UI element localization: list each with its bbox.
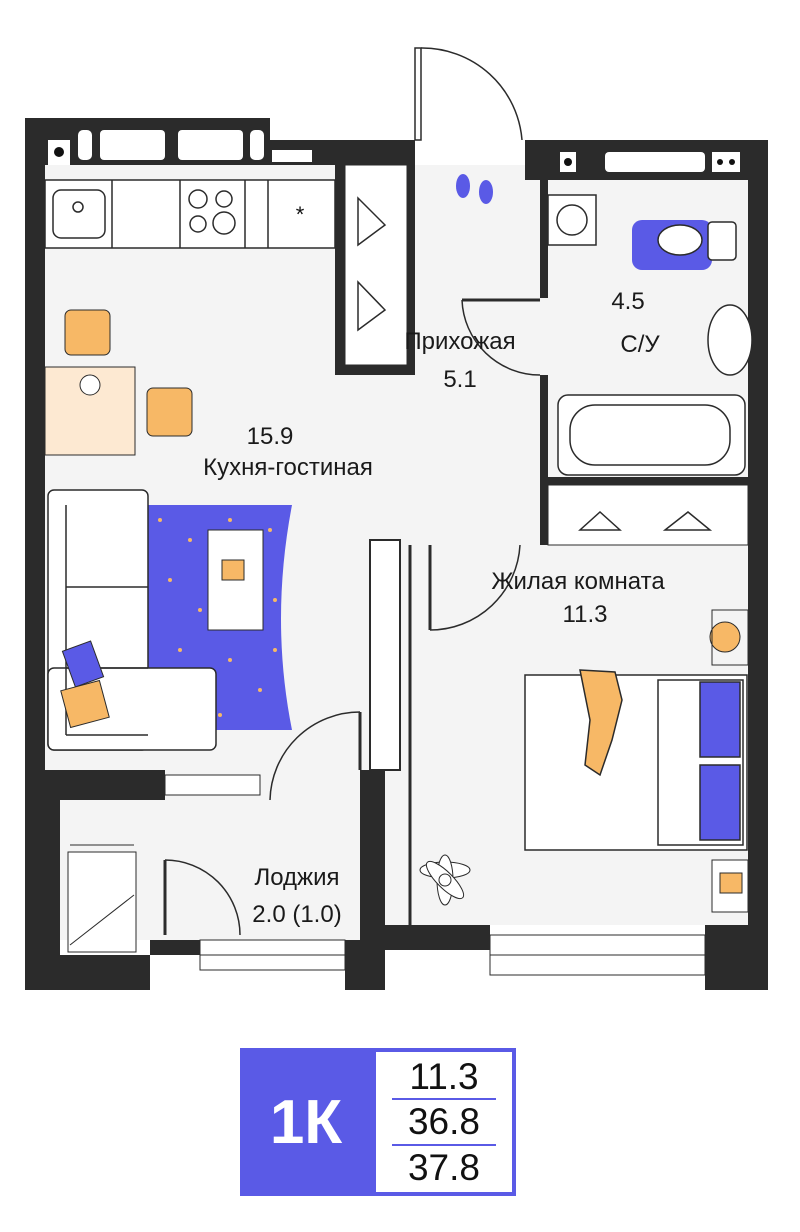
room-area-bathroom: 4.5 <box>611 288 645 315</box>
room-name-loggia: Лоджия <box>254 864 340 891</box>
hanger-icon <box>357 196 387 332</box>
bedroom-wardrobe <box>547 484 749 546</box>
area-summary: 11.3 36.8 37.8 <box>372 1048 516 1196</box>
toilet-icon <box>657 224 703 256</box>
washbasin-icon <box>707 304 753 376</box>
room-name-kitchen-living: Кухня-гостиная <box>203 454 373 481</box>
sink-icon <box>52 189 106 239</box>
cushion <box>60 679 110 729</box>
chair-icon <box>146 387 193 437</box>
kitchen-counter: * <box>44 179 336 249</box>
entrance-door <box>163 47 541 936</box>
room-area-bedroom: 11.3 <box>562 601 608 628</box>
room-area-loggia: 2.0 (1.0) <box>252 901 342 928</box>
partition <box>369 539 401 771</box>
room-name-bathroom: С/У <box>620 331 660 358</box>
slippers-icon <box>456 174 493 204</box>
nightstand-lamp <box>709 621 741 653</box>
plant-icon <box>419 854 471 906</box>
divider <box>392 1098 496 1101</box>
living-area: 11.3 <box>409 1055 479 1097</box>
bed <box>524 669 748 851</box>
apartment-type: 1К <box>240 1048 372 1196</box>
total-area-with-loggia: 37.8 <box>407 1147 480 1189</box>
fridge-icon: * <box>296 202 305 227</box>
cushion <box>61 640 105 688</box>
windows <box>48 130 740 976</box>
hanger-icon <box>578 510 713 531</box>
apartment-badge: 1К 11.3 36.8 37.8 <box>240 1048 516 1196</box>
divider <box>392 1143 496 1146</box>
room-area-kitchen-living: 15.9 <box>246 423 294 450</box>
room-area-hallway: 5.1 <box>443 366 477 393</box>
bathroom-fixtures <box>547 194 753 476</box>
room-name-bedroom: Жилая комната <box>491 568 665 595</box>
total-area: 36.8 <box>407 1101 480 1143</box>
chair-icon <box>64 309 111 356</box>
room-name-hallway: Прихожая <box>404 328 516 355</box>
